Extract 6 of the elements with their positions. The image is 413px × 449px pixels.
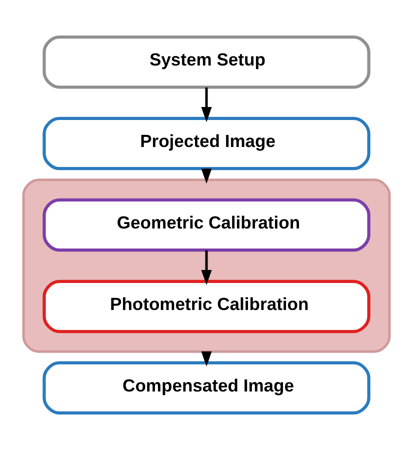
node-box: Photometric Calibration bbox=[42, 279, 370, 333]
node-box: Compensated Image bbox=[42, 360, 370, 414]
arrow bbox=[201, 250, 212, 285]
node-box: System Setup bbox=[42, 34, 370, 88]
node-box: Geometric Calibration bbox=[42, 198, 370, 252]
arrow bbox=[201, 86, 212, 122]
